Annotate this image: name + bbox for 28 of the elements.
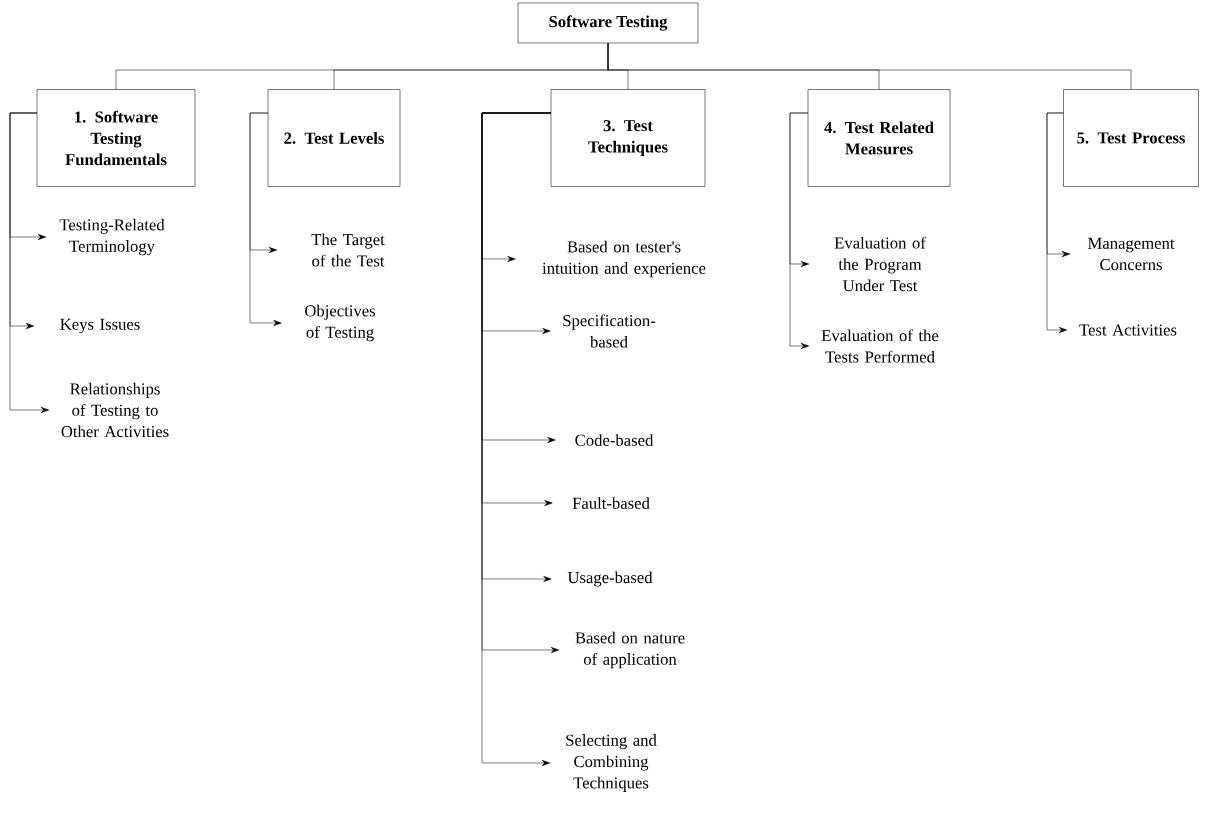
topic-text: Evaluation of the Program Under Test: [834, 236, 926, 292]
topic-text: Based on nature of application: [575, 631, 685, 669]
category-box: 5. Test Process: [1063, 89, 1199, 187]
connector: [607, 43, 1132, 90]
connector: [9, 112, 50, 413]
topic-text: Keys Issues: [60, 318, 140, 334]
topic-text: Fault-based: [572, 497, 650, 509]
topic-text: Management Concerns: [1088, 237, 1175, 271]
topic-text: Testing-Related Terminology: [59, 218, 165, 256]
category-box: 4. Test Related Measures: [807, 89, 951, 187]
category-box: 1. Software Testing Fundamentals: [36, 89, 196, 187]
topic-text: Usage-based: [567, 571, 653, 587]
topic-text: Relationships of Testing to Other Activities: [61, 382, 169, 438]
topic-text: Evaluation of the Tests Performed: [821, 329, 939, 363]
connector: [789, 112, 810, 349]
topic-text: The Target of the Test: [311, 233, 385, 267]
connector: [481, 112, 552, 766]
connector: [1046, 112, 1068, 333]
category-box: 3. Test Techniques: [550, 89, 706, 187]
connector: [249, 112, 282, 326]
topic-text: Based on tester's intuition and experience: [542, 240, 706, 278]
topic-text: Test Activities: [1079, 324, 1177, 336]
topic-text: Selecting and Combining Techniques: [566, 734, 657, 792]
topic-text: Code-based: [575, 434, 654, 446]
category-box: 2. Test Levels: [267, 89, 401, 187]
topic-text: Specification-based: [563, 314, 656, 348]
topic-text: Objectives of Testing: [305, 304, 376, 342]
title-box: Software Testing: [517, 2, 699, 44]
